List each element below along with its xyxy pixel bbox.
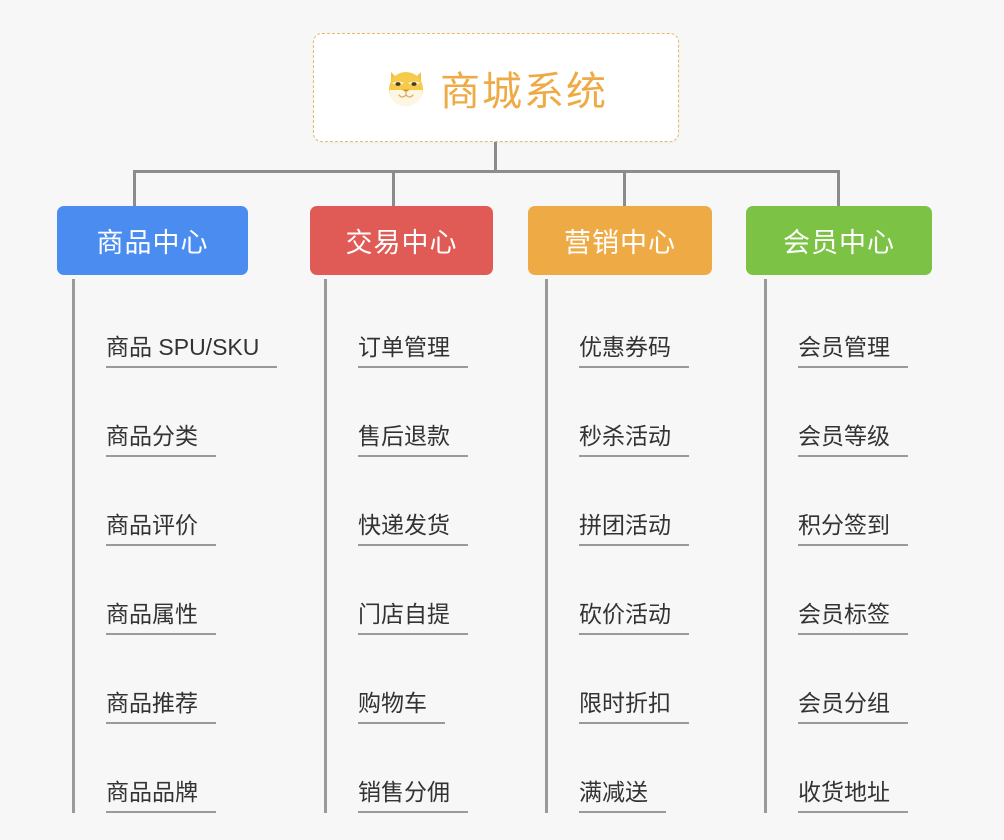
leaf-label: 商品推荐 [106, 690, 216, 724]
leaf-column-product: 商品 SPU/SKU 商品分类 商品评价 商品属性 商品推荐 商品品牌 [72, 279, 278, 813]
category-label: 营销中心 [564, 228, 676, 258]
leaf-label: 销售分佣 [358, 779, 468, 813]
leaf-item[interactable]: 会员分组 [764, 635, 908, 724]
dog-face-icon [384, 66, 428, 110]
leaf-label: 拼团活动 [579, 512, 689, 546]
leaf-label: 砍价活动 [579, 601, 689, 635]
leaf-item[interactable]: 商品推荐 [72, 635, 277, 724]
leaf-item[interactable]: 会员标签 [764, 546, 908, 635]
leaf-label: 商品品牌 [106, 779, 216, 813]
leaf-item[interactable]: 积分签到 [764, 457, 908, 546]
leaf-label: 会员等级 [798, 423, 908, 457]
leaf-item[interactable]: 商品分类 [72, 368, 277, 457]
leaf-item[interactable]: 商品 SPU/SKU [72, 279, 278, 368]
connector-drop-3 [623, 170, 626, 206]
category-box-product[interactable]: 商品中心 [57, 206, 248, 275]
leaf-spine [545, 279, 548, 813]
leaf-label: 满减送 [579, 779, 666, 813]
leaf-column-marketing: 优惠券码 秒杀活动 拼团活动 砍价活动 限时折扣 满减送 [545, 279, 689, 813]
leaf-column-trade: 订单管理 售后退款 快递发货 门店自提 购物车 销售分佣 [324, 279, 468, 813]
leaf-label: 限时折扣 [579, 690, 689, 724]
root-title: 商城系统 [440, 69, 608, 114]
leaf-item[interactable]: 砍价活动 [545, 546, 689, 635]
leaf-label: 订单管理 [358, 334, 468, 368]
leaf-label: 会员分组 [798, 690, 908, 724]
category-label: 商品中心 [96, 228, 209, 258]
leaf-item[interactable]: 销售分佣 [324, 724, 468, 813]
connector-drop-4 [837, 170, 840, 206]
leaf-label: 收货地址 [798, 779, 908, 813]
leaf-label: 商品 SPU/SKU [106, 334, 278, 368]
leaf-item[interactable]: 优惠券码 [545, 279, 689, 368]
leaf-item[interactable]: 快递发货 [324, 457, 468, 546]
leaf-spine [764, 279, 767, 813]
category-box-member[interactable]: 会员中心 [746, 206, 932, 275]
leaf-item[interactable]: 会员管理 [764, 279, 908, 368]
leaf-label: 会员管理 [798, 334, 908, 368]
leaf-label: 商品评价 [106, 512, 216, 546]
leaf-item[interactable]: 购物车 [324, 635, 468, 724]
category-label: 会员中心 [783, 228, 895, 258]
leaf-item[interactable]: 收货地址 [764, 724, 908, 813]
connector-drop-2 [392, 170, 395, 206]
leaf-item[interactable]: 拼团活动 [545, 457, 689, 546]
leaf-item[interactable]: 秒杀活动 [545, 368, 689, 457]
leaf-label: 商品属性 [106, 601, 216, 635]
leaf-label: 秒杀活动 [579, 423, 689, 457]
leaf-column-member: 会员管理 会员等级 积分签到 会员标签 会员分组 收货地址 [764, 279, 908, 813]
leaf-label: 优惠券码 [579, 334, 689, 368]
leaf-label: 会员标签 [798, 601, 908, 635]
category-box-trade[interactable]: 交易中心 [310, 206, 493, 275]
leaf-label: 商品分类 [106, 423, 216, 457]
leaf-item[interactable]: 售后退款 [324, 368, 468, 457]
leaf-item[interactable]: 商品品牌 [72, 724, 277, 813]
leaf-item[interactable]: 商品评价 [72, 457, 277, 546]
category-label: 交易中心 [345, 228, 458, 258]
leaf-label: 售后退款 [358, 423, 468, 457]
leaf-spine [324, 279, 327, 813]
root-node[interactable]: 商城系统 [313, 33, 679, 142]
leaf-item[interactable]: 满减送 [545, 724, 689, 813]
connector-root-trunk [494, 142, 497, 172]
leaf-item[interactable]: 会员等级 [764, 368, 908, 457]
connector-drop-1 [133, 170, 136, 206]
leaf-label: 门店自提 [358, 601, 468, 635]
leaf-item[interactable]: 门店自提 [324, 546, 468, 635]
leaf-label: 快递发货 [358, 512, 468, 546]
leaf-label: 购物车 [358, 690, 445, 724]
category-box-marketing[interactable]: 营销中心 [528, 206, 712, 275]
leaf-item[interactable]: 限时折扣 [545, 635, 689, 724]
leaf-label: 积分签到 [798, 512, 908, 546]
leaf-spine [72, 279, 75, 813]
leaf-item[interactable]: 商品属性 [72, 546, 277, 635]
leaf-item[interactable]: 订单管理 [324, 279, 468, 368]
connector-bus [133, 170, 840, 173]
